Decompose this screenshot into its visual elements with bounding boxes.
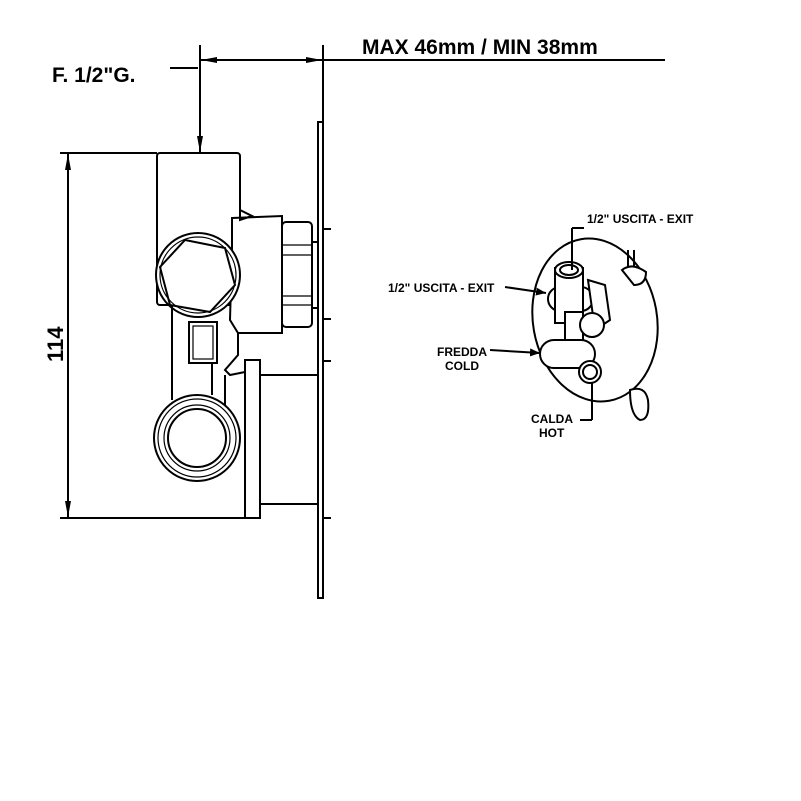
callout-hot-line2: HOT bbox=[539, 426, 565, 440]
callout-hot-line1: CALDA bbox=[531, 412, 573, 426]
isometric-view-valve bbox=[489, 227, 659, 422]
callout-cold-line2: COLD bbox=[445, 359, 479, 373]
dimension-lines bbox=[60, 45, 665, 519]
depth-range-label: MAX 46mm / MIN 38mm bbox=[362, 36, 598, 59]
callout-side-exit: 1/2" USCITA - EXIT bbox=[388, 281, 495, 295]
callout-top-exit: 1/2" USCITA - EXIT bbox=[587, 212, 694, 226]
thread-size-label: F. 1/2"G. bbox=[52, 64, 136, 87]
callout-cold-line1: FREDDA bbox=[437, 345, 487, 359]
height-dimension-label: 114 bbox=[43, 326, 68, 362]
side-view-valve bbox=[153, 121, 331, 599]
